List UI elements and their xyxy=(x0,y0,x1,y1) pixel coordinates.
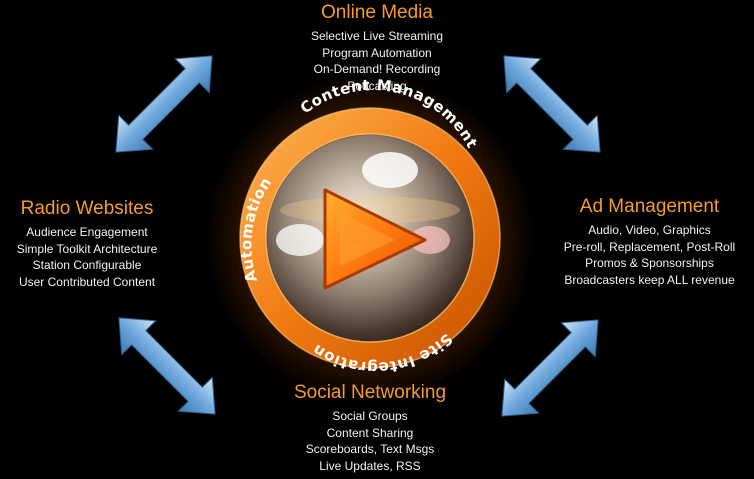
online-media-item: Selective Live Streaming xyxy=(310,29,444,43)
social-networking-title: Social Networking xyxy=(293,382,447,403)
radio-websites-item: Audience Engagement xyxy=(26,225,148,239)
play-icon xyxy=(323,188,427,290)
social-networking-item: Content Sharing xyxy=(326,425,414,440)
online-media-item: On-Demand! Recording xyxy=(313,62,441,76)
ad-management-item: Audio, Video, Graphics xyxy=(588,223,711,237)
center-ring xyxy=(240,108,500,368)
radio-websites-title: Radio Websites xyxy=(20,198,154,219)
arrow-bottom-right xyxy=(501,319,599,417)
social-networking-item: Live Updates, RSS xyxy=(319,458,421,473)
radio-websites-item: Simple Toolkit Architecture xyxy=(16,241,158,256)
online-media-item: Podcasting xyxy=(347,78,407,93)
social-networking-item: Social Groups xyxy=(332,409,408,423)
radio-websites-item: Station Configurable xyxy=(32,258,142,272)
online-media-block: Online Media Selective Live Streaming Pr… xyxy=(227,2,527,94)
radio-websites-item: User Contributed Content xyxy=(18,274,156,289)
radio-websites-block: Radio Websites Audience Engagement Simpl… xyxy=(0,198,174,290)
online-media-title: Online Media xyxy=(321,2,433,23)
social-networking-block: Social Networking Social Groups Content … xyxy=(220,382,520,474)
arrow-top-right xyxy=(503,55,601,153)
online-media-item: Program Automation xyxy=(322,45,432,60)
ad-management-item: Promos & Sponsorships xyxy=(585,256,714,270)
ad-management-item: Broadcasters keep ALL revenue xyxy=(564,272,735,287)
ad-management-item: Pre-roll, Replacement, Post-Roll xyxy=(563,239,736,254)
arrow-top-left xyxy=(115,55,213,153)
social-networking-item: Scoreboards, Text Msgs xyxy=(305,442,435,456)
arrow-bottom-left xyxy=(118,317,216,415)
ad-management-title: Ad Management xyxy=(579,196,720,217)
ad-management-block: Ad Management Audio, Video, Graphics Pre… xyxy=(545,196,754,288)
